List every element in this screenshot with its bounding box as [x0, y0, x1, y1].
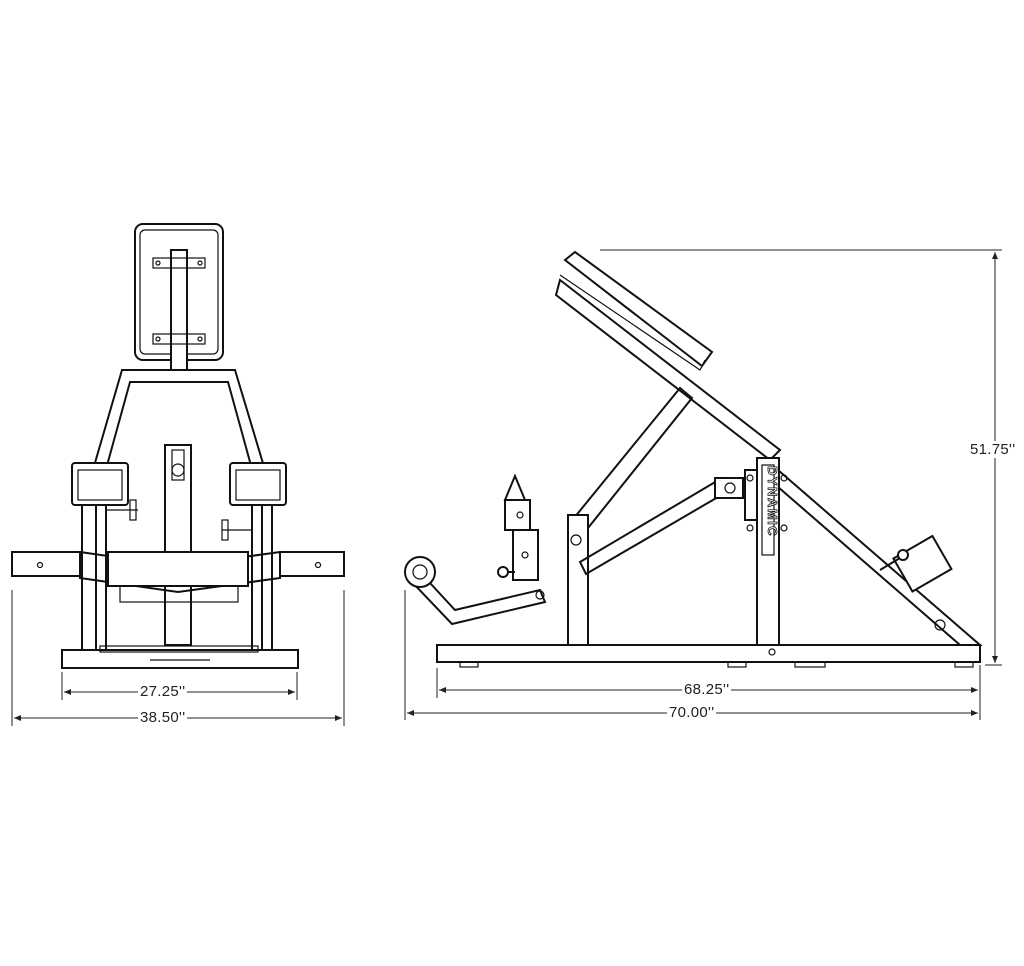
right-arm	[279, 551, 345, 577]
rear-brace	[768, 468, 983, 646]
base	[61, 649, 299, 669]
center-column	[164, 444, 192, 646]
front-view	[11, 223, 345, 669]
left-knee-pad	[71, 462, 129, 506]
dimension-base-length: 68.25''	[682, 681, 732, 698]
logo-text: DYNAMIC	[765, 466, 780, 537]
base	[436, 644, 981, 663]
logo-plate: DYNAMIC	[765, 466, 781, 538]
dimension-overall-width: 38.50''	[138, 709, 188, 726]
left-arm	[11, 551, 81, 577]
lever-arm	[578, 476, 732, 576]
back-pad	[563, 250, 714, 368]
side-view	[404, 250, 983, 668]
right-knee-pad	[229, 462, 287, 506]
front-upright	[567, 514, 589, 646]
dimension-overall-length: 70.00''	[667, 704, 717, 721]
dimension-height: 51.75''	[968, 441, 1018, 458]
roller	[404, 556, 436, 588]
dimension-inner-width: 27.25''	[138, 683, 188, 700]
